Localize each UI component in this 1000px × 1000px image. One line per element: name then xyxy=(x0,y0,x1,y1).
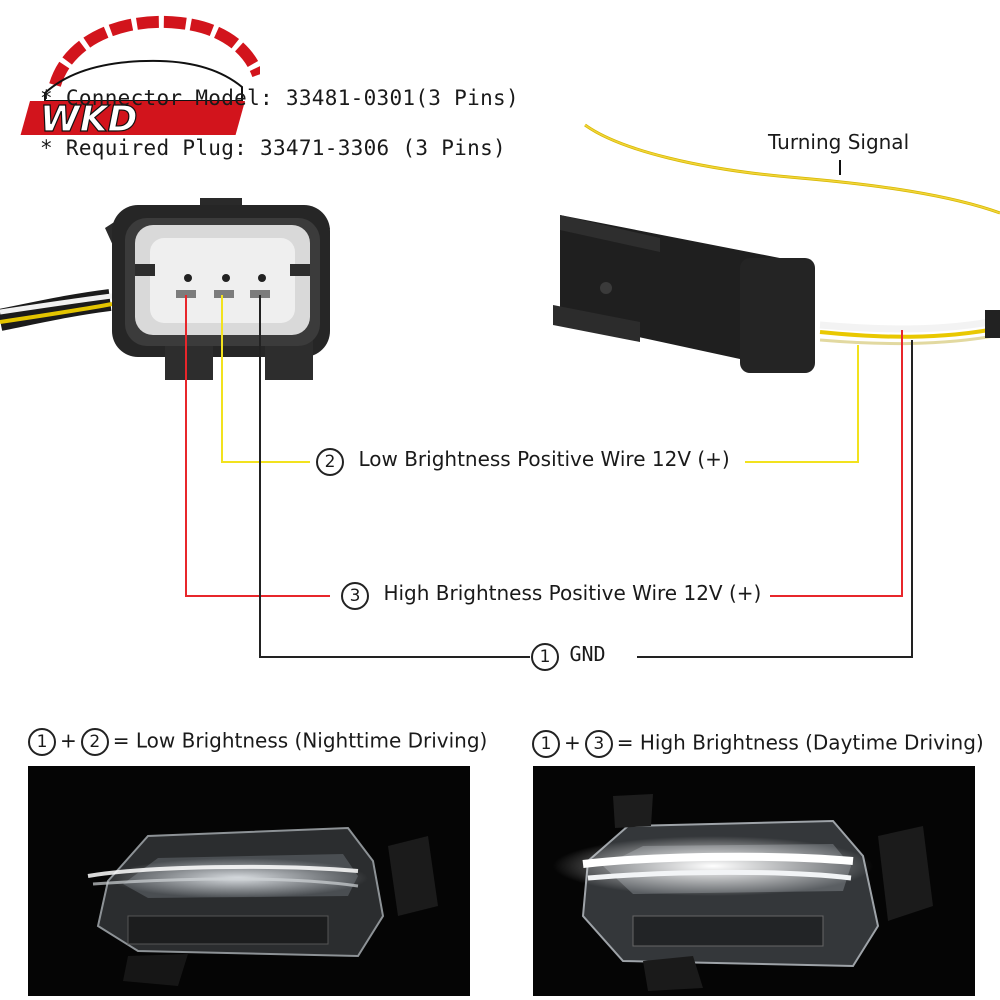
high-mode-caption: 1+3= High Brightness (Daytime Driving) xyxy=(532,730,984,758)
low-brightness-row: 2 Low Brightness Positive Wire 12V (+) xyxy=(312,447,730,476)
turning-signal-cable xyxy=(584,123,1000,215)
right-cable xyxy=(819,310,1000,346)
right-connector xyxy=(553,215,815,373)
low-brightness-photo xyxy=(28,766,470,996)
low-brightness-label: Low Brightness Positive Wire 12V (+) xyxy=(358,447,730,471)
pin-number-3: 3 xyxy=(341,581,369,610)
high-brightness-row: 3 High Brightness Positive Wire 12V (+) xyxy=(337,581,761,610)
caption-pin-3: 3 xyxy=(584,730,613,758)
turning-signal-label: Turning Signal xyxy=(768,130,910,154)
low-mode-text: Low Brightness (Nighttime Driving) xyxy=(135,728,488,753)
left-connector xyxy=(105,198,330,380)
caption-pin-1: 1 xyxy=(28,728,56,756)
car-logo-icon: WKD xyxy=(20,15,260,135)
brand-logo: WKD xyxy=(10,5,260,135)
gnd-row: 1 GND xyxy=(527,642,606,671)
connector-model-spec: * Connector Model: 33481-0301(3 Pins) xyxy=(40,86,519,110)
left-cable xyxy=(0,289,113,331)
high-brightness-photo xyxy=(533,766,975,996)
pin-number-2: 2 xyxy=(316,447,344,476)
high-brightness-label: High Brightness Positive Wire 12V (+) xyxy=(383,581,762,605)
plus-sign: + xyxy=(60,728,77,753)
pin-number-1: 1 xyxy=(531,642,559,671)
caption-pin-1: 1 xyxy=(532,730,560,758)
wiring-diagram xyxy=(0,123,1000,658)
low-mode-caption: 1+2= Low Brightness (Nighttime Driving) xyxy=(28,728,487,756)
gnd-label: GND xyxy=(569,642,606,666)
plus-sign: + xyxy=(564,730,581,755)
high-mode-text: High Brightness (Daytime Driving) xyxy=(639,730,984,755)
logo-text: WKD xyxy=(40,99,138,135)
caption-pin-2: 2 xyxy=(80,728,109,756)
required-plug-spec: * Required Plug: 33471-3306 (3 Pins) xyxy=(40,136,506,160)
equals-sign: = xyxy=(616,730,634,755)
equals-sign: = xyxy=(112,728,130,753)
